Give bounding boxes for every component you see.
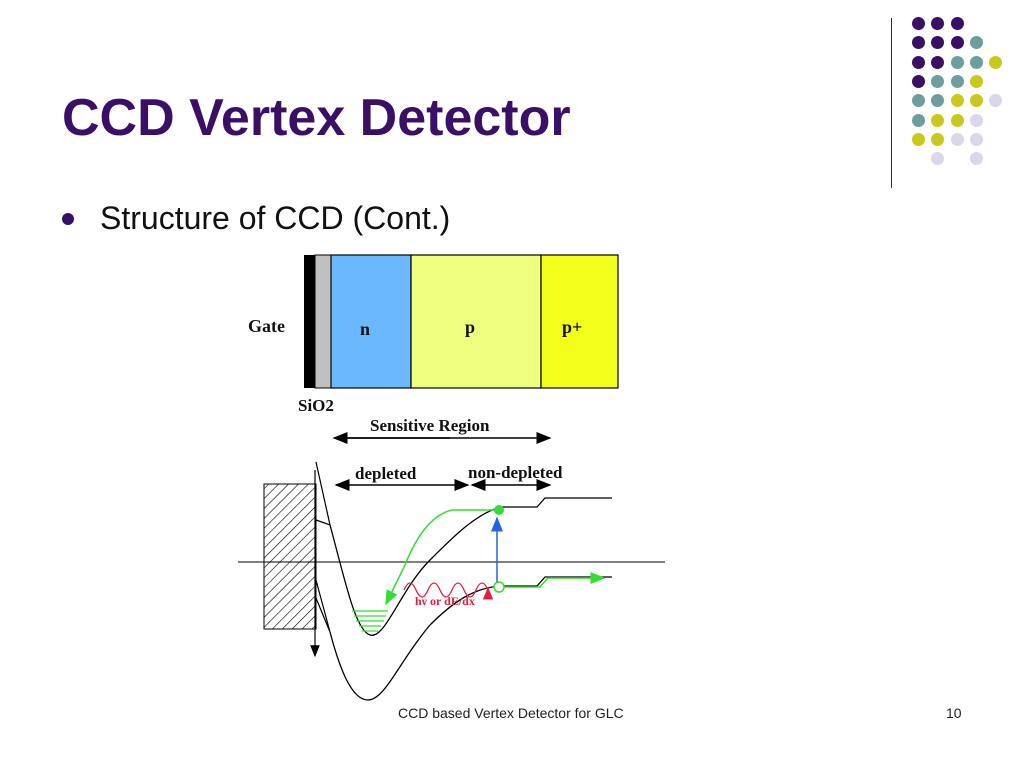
gate-metal-hatch — [263, 483, 317, 630]
non-depleted-label: non-depleted — [468, 463, 563, 482]
valence-band-curve — [329, 576, 612, 701]
gate-label: Gate — [248, 316, 285, 336]
bullet-text: Structure of CCD (Cont.) — [100, 200, 451, 236]
electron-drift-path — [385, 509, 498, 606]
sensitive-region-label: Sensitive Region — [370, 416, 490, 435]
hole-dot — [493, 581, 505, 593]
photon-label: hν or dE/dx — [415, 594, 475, 608]
footer-text: CCD based Vertex Detector for GLC — [398, 705, 624, 721]
collected-charge — [352, 610, 388, 632]
n-region — [330, 254, 412, 389]
page-number: 10 — [946, 705, 962, 721]
gate-layer — [304, 255, 315, 388]
electron-dot — [494, 505, 504, 515]
bullet-dot-icon — [62, 212, 74, 225]
slide-title: CCD Vertex Detector — [62, 89, 571, 147]
decor-divider — [891, 18, 892, 188]
sio2-layer — [314, 254, 332, 389]
hole-drift-path — [500, 572, 606, 588]
photon-wave — [403, 582, 494, 600]
p-region — [410, 254, 542, 389]
n-label: n — [360, 319, 370, 339]
pplus-label: p+ — [562, 317, 582, 337]
conduction-band-curve — [329, 497, 612, 636]
p-label: p — [465, 317, 475, 337]
pplus-region — [540, 254, 619, 389]
oxide-barrier — [315, 461, 331, 526]
sio2-label: SiO2 — [298, 396, 334, 415]
bullet-item: Structure of CCD (Cont.) — [62, 200, 450, 237]
depleted-label: depleted — [355, 464, 417, 483]
